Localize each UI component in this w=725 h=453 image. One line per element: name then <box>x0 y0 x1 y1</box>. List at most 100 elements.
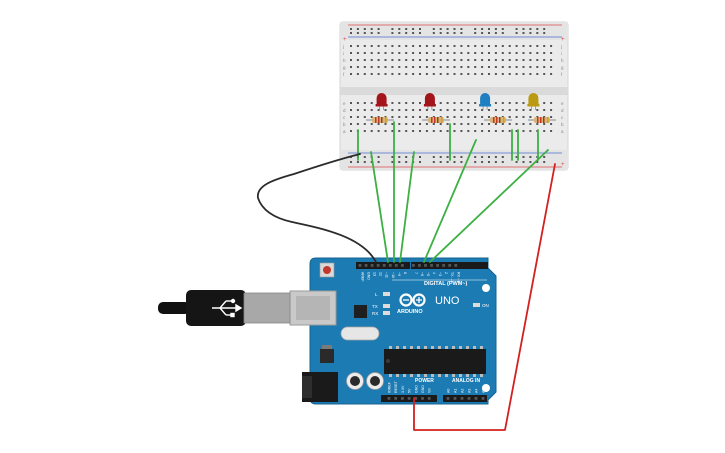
rail-hole[interactable] <box>515 156 518 158</box>
rail-hole[interactable] <box>363 161 366 163</box>
analog-pin-header[interactable] <box>443 395 487 402</box>
breadboard-hole[interactable] <box>474 123 477 125</box>
rail-hole[interactable] <box>474 156 477 158</box>
rail-hole[interactable] <box>501 32 504 34</box>
rail-hole[interactable] <box>522 32 525 34</box>
breadboard-hole[interactable] <box>488 130 490 132</box>
breadboard-hole[interactable] <box>425 109 428 111</box>
breadboard-hole[interactable] <box>529 123 532 125</box>
breadboard-hole[interactable] <box>550 45 553 47</box>
rail-hole[interactable] <box>481 161 484 163</box>
breadboard-hole[interactable] <box>363 59 366 61</box>
breadboard-hole[interactable] <box>425 45 428 47</box>
breadboard-hole[interactable] <box>453 73 456 75</box>
rail-hole[interactable] <box>405 28 408 30</box>
breadboard-hole[interactable] <box>419 59 421 61</box>
breadboard-hole[interactable] <box>481 116 484 118</box>
analog-pin[interactable] <box>474 397 478 400</box>
breadboard-hole[interactable] <box>350 66 352 68</box>
breadboard-hole[interactable] <box>384 73 387 75</box>
rail-hole[interactable] <box>481 32 484 34</box>
breadboard-hole[interactable] <box>529 52 532 54</box>
breadboard-hole[interactable] <box>356 59 359 61</box>
digital-pin[interactable] <box>448 264 452 267</box>
breadboard-hole[interactable] <box>405 130 408 132</box>
breadboard-hole[interactable] <box>425 130 428 132</box>
breadboard-hole[interactable] <box>432 123 435 125</box>
rail-hole[interactable] <box>363 28 366 30</box>
breadboard-hole[interactable] <box>488 66 490 68</box>
breadboard-hole[interactable] <box>398 109 401 111</box>
breadboard-hole[interactable] <box>425 52 428 54</box>
breadboard-hole[interactable] <box>481 66 484 68</box>
breadboard-hole[interactable] <box>536 52 539 54</box>
breadboard-hole[interactable] <box>515 73 518 75</box>
led-red[interactable] <box>423 93 436 110</box>
breadboard-hole[interactable] <box>529 66 532 68</box>
breadboard-hole[interactable] <box>543 123 546 125</box>
digital-pin[interactable] <box>394 264 398 267</box>
wire-pin13[interactable] <box>370 151 389 263</box>
breadboard-hole[interactable] <box>460 66 463 68</box>
breadboard-hole[interactable] <box>363 66 366 68</box>
breadboard-hole[interactable] <box>474 73 477 75</box>
rail-hole[interactable] <box>432 32 435 34</box>
breadboard-hole[interactable] <box>474 45 477 47</box>
rail-hole[interactable] <box>460 28 463 30</box>
power-pin[interactable] <box>387 397 391 400</box>
rail-hole[interactable] <box>543 32 546 34</box>
breadboard-hole[interactable] <box>543 73 546 75</box>
rail-hole[interactable] <box>391 161 394 163</box>
breadboard-hole[interactable] <box>488 59 490 61</box>
analog-pin[interactable] <box>467 397 471 400</box>
rail-hole[interactable] <box>432 156 435 158</box>
rail-hole[interactable] <box>494 156 497 158</box>
breadboard-hole[interactable] <box>412 102 415 104</box>
breadboard-hole[interactable] <box>384 109 387 111</box>
breadboard-hole[interactable] <box>363 102 366 104</box>
breadboard-hole[interactable] <box>460 130 463 132</box>
rail-hole[interactable] <box>522 156 525 158</box>
rail-hole[interactable] <box>377 161 380 163</box>
breadboard-hole[interactable] <box>419 130 421 132</box>
breadboard-hole[interactable] <box>432 45 435 47</box>
breadboard-hole[interactable] <box>398 45 401 47</box>
breadboard-hole[interactable] <box>529 109 532 111</box>
breadboard-hole[interactable] <box>370 123 373 125</box>
digital-pin[interactable] <box>376 264 380 267</box>
breadboard-hole[interactable] <box>446 59 449 61</box>
breadboard-hole[interactable] <box>350 102 352 104</box>
breadboard-hole[interactable] <box>384 130 387 132</box>
breadboard-hole[interactable] <box>494 52 497 54</box>
breadboard-hole[interactable] <box>398 52 401 54</box>
breadboard-hole[interactable] <box>543 102 546 104</box>
breadboard-hole[interactable] <box>356 73 359 75</box>
breadboard-hole[interactable] <box>419 66 421 68</box>
breadboard-hole[interactable] <box>460 123 463 125</box>
breadboard-hole[interactable] <box>481 52 484 54</box>
breadboard-hole[interactable] <box>474 130 477 132</box>
led-red[interactable] <box>375 93 388 110</box>
breadboard-hole[interactable] <box>460 109 463 111</box>
rail-hole[interactable] <box>377 156 380 158</box>
breadboard-hole[interactable] <box>350 73 352 75</box>
breadboard-hole[interactable] <box>460 59 463 61</box>
breadboard-hole[interactable] <box>363 73 366 75</box>
breadboard-hole[interactable] <box>425 73 428 75</box>
digital-pin[interactable] <box>442 264 446 267</box>
breadboard-hole[interactable] <box>391 66 394 68</box>
breadboard-hole[interactable] <box>425 116 428 118</box>
breadboard-hole[interactable] <box>391 52 394 54</box>
breadboard-hole[interactable] <box>508 59 511 61</box>
breadboard-hole[interactable] <box>391 116 394 118</box>
breadboard-hole[interactable] <box>522 109 525 111</box>
rail-hole[interactable] <box>419 161 421 163</box>
breadboard-hole[interactable] <box>439 73 442 75</box>
rail-hole[interactable] <box>474 32 477 34</box>
rail-hole[interactable] <box>515 161 518 163</box>
breadboard-hole[interactable] <box>522 102 525 104</box>
breadboard-hole[interactable] <box>439 102 442 104</box>
breadboard-hole[interactable] <box>550 102 553 104</box>
rail-hole[interactable] <box>446 32 449 34</box>
rail-hole[interactable] <box>529 32 532 34</box>
